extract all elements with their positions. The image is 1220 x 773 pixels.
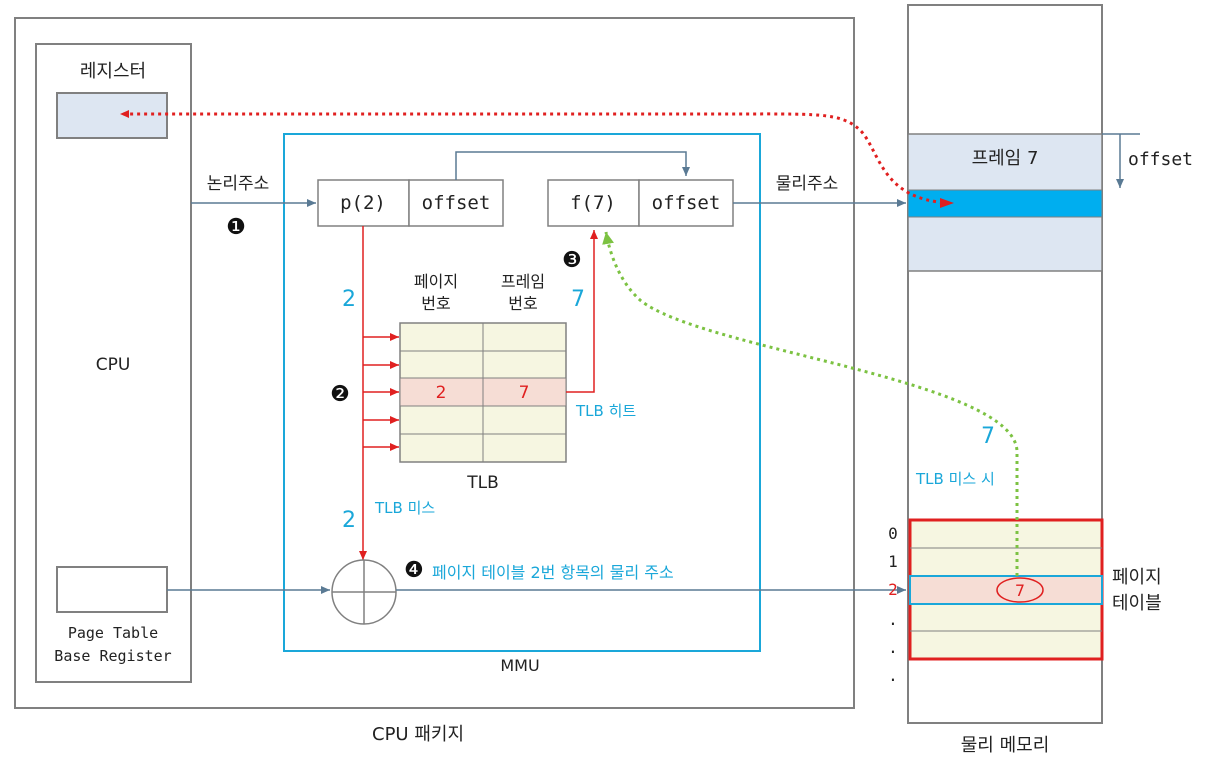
tlb-hit-page: 2	[436, 383, 447, 403]
tlb-col-frame-header-1: 프레임	[501, 272, 545, 291]
cpu-package-box	[14, 17, 855, 709]
offset-text: offset	[422, 192, 491, 214]
page-table-entry-circle	[996, 577, 1044, 603]
data-to-register-path-head	[940, 198, 954, 208]
page-number-value: 2	[342, 287, 356, 312]
offset-text-2: offset	[652, 192, 721, 214]
cpu-box	[35, 43, 192, 683]
ptbr-label-line1: Page Table	[68, 624, 158, 642]
page-number-text: p(2)	[340, 192, 386, 214]
step-2-marker: ❷	[330, 382, 350, 407]
ptbr-label-line2: Base Register	[54, 647, 171, 665]
page-table-index-1: 1	[888, 552, 898, 571]
offset-measure-label: offset	[1128, 149, 1193, 170]
tlb-miss-value: 2	[342, 508, 356, 533]
register-label: 레지스터	[80, 61, 146, 82]
tlb-hit-arrow	[566, 230, 598, 393]
frame-number-cell	[547, 179, 640, 227]
page-table-index-dot-1: .	[888, 610, 898, 629]
tlb-col-frame-header-2: 번호	[508, 294, 537, 313]
page-table-label-1: 페이지	[1112, 567, 1162, 588]
step-1-marker: ❶	[226, 215, 246, 240]
page-table-index-dot-3: .	[888, 666, 898, 685]
frame-7-highlight	[907, 189, 1103, 218]
mmu-label: MMU	[500, 656, 539, 675]
page-table-entry-value: 7	[1015, 581, 1025, 600]
register-box	[56, 92, 168, 139]
physical-address-label: 물리주소	[776, 174, 839, 194]
tlb-col-page-header-2: 번호	[421, 294, 450, 313]
offset-cell	[408, 179, 504, 227]
tlb-miss-case-value: 7	[981, 424, 995, 449]
tlb-hit-frame: 7	[519, 383, 530, 403]
cpu-label: CPU	[96, 355, 131, 375]
page-table-index-2: 2	[888, 580, 898, 599]
page-table-to-frame-path	[602, 231, 1019, 576]
page-table-index-0: 0	[888, 524, 898, 543]
page-number-cell	[317, 179, 410, 227]
tlb-miss-label: TLB 미스	[374, 499, 435, 517]
frame-number-text: f(7)	[570, 192, 616, 214]
mmu-box	[283, 133, 761, 652]
tlb-col-page-header-1: 페이지	[414, 272, 458, 291]
page-table-index-dot-2: .	[888, 638, 898, 657]
offset-copy-arrow	[455, 151, 690, 180]
frame-7-label: 프레임 7	[972, 148, 1039, 169]
step-4-marker: ❹	[404, 558, 424, 583]
physical-memory-label: 물리 메모리	[961, 735, 1050, 756]
tlb-search-arrows	[363, 333, 399, 451]
tlb-hit-label: TLB 히트	[575, 402, 636, 420]
page-table-label-2: 테이블	[1112, 593, 1162, 614]
logical-address-label: 논리주소	[207, 174, 270, 194]
step-4-label: 페이지 테이블 2번 항목의 물리 주소	[432, 563, 674, 582]
data-to-register-path	[120, 110, 951, 205]
tlb-table	[399, 322, 567, 463]
step-3-marker: ❸	[562, 248, 582, 273]
frame-number-value: 7	[571, 287, 585, 312]
ptbr-box	[56, 566, 168, 613]
tlb-miss-case-label: TLB 미스 시	[915, 470, 995, 488]
tlb-label: TLB	[466, 473, 499, 493]
cpu-package-label: CPU 패키지	[372, 724, 464, 745]
